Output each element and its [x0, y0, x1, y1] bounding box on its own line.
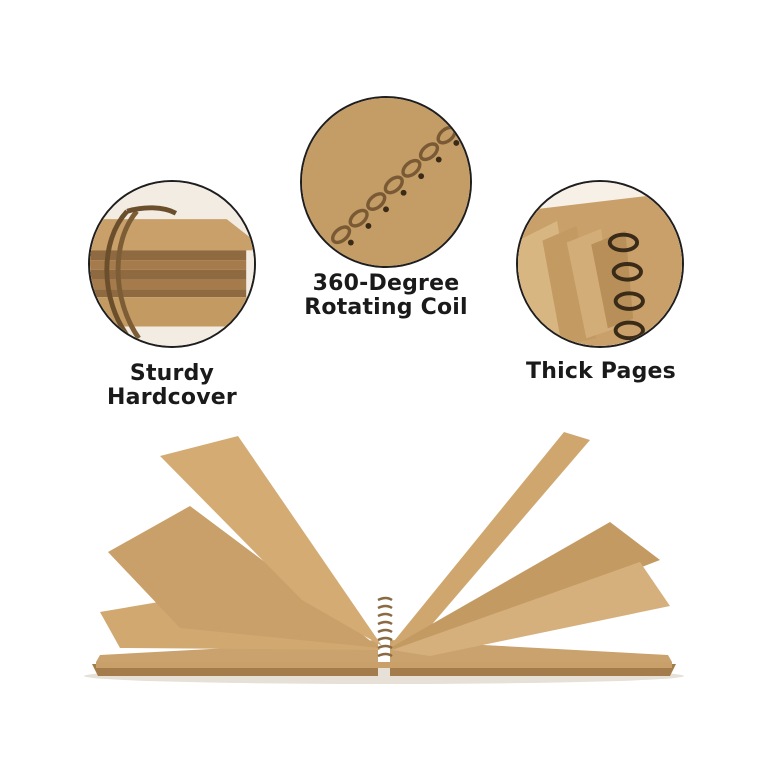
thick-pages-closeup-image	[516, 180, 684, 348]
coil-loop	[383, 175, 404, 195]
coil-loop	[348, 208, 369, 228]
coil-hole	[418, 173, 425, 180]
coil-hole	[453, 140, 460, 146]
hardcover-closeup-image	[88, 180, 256, 348]
feature-label-coil: 360-Degree Rotating Coil	[286, 272, 486, 320]
label-line: Sturdy	[129, 361, 215, 386]
coil-hole	[435, 156, 442, 163]
coil-loop	[418, 142, 440, 162]
label-line: Rotating Coil	[304, 295, 468, 320]
coil-loop	[366, 192, 387, 211]
label-line: Thick Pages	[526, 359, 676, 384]
coil-hole	[365, 223, 372, 229]
coil-hole	[400, 189, 407, 196]
coil-hole	[347, 239, 354, 246]
feature-label-pages: Thick Pages	[508, 360, 694, 384]
coil-closeup-image	[300, 96, 472, 268]
coil-loop	[330, 225, 352, 245]
label-line: 360-Degree	[312, 271, 460, 296]
feature-label-hardcover: Sturdy Hardcover	[82, 362, 262, 410]
coil-loop	[401, 158, 422, 178]
label-line: Hardcover	[107, 385, 237, 410]
coil-hole	[383, 206, 389, 213]
